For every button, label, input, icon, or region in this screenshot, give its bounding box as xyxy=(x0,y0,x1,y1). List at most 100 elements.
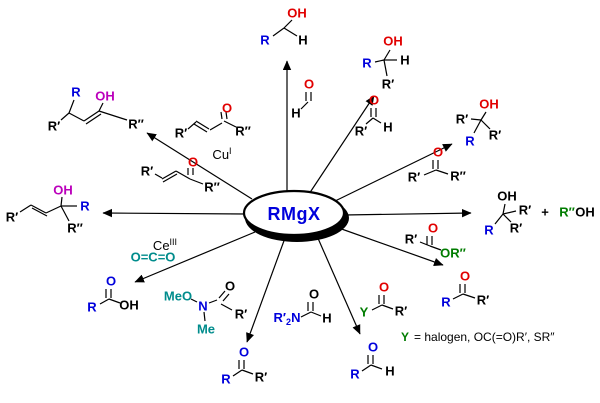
atom-label-r-doubleprime: R″ xyxy=(235,123,251,139)
note-y: Y xyxy=(400,330,410,344)
atom-label-r: R xyxy=(71,84,81,100)
bonds-primary-alcohol xyxy=(272,19,298,37)
cu-symbol: Cu xyxy=(212,147,230,162)
atom-label-o: O xyxy=(368,92,380,108)
atom-label-r: R xyxy=(221,371,231,387)
bonds-formaldehyde xyxy=(300,92,312,110)
atom-label-r-prime: R′ xyxy=(455,111,469,127)
arrow-formamide-route xyxy=(316,235,361,335)
atom-label-r: R xyxy=(484,222,494,238)
atom-label-o: O xyxy=(221,100,233,116)
bonds-ketone-product xyxy=(452,284,476,300)
atom-label-r-doubleprime: R″ xyxy=(128,116,144,132)
atom-label-h: H xyxy=(291,105,301,121)
atom-label-h: H xyxy=(298,32,308,48)
bonds-tertiary-alcohol xyxy=(470,111,491,134)
reaction-arrows xyxy=(102,60,472,343)
atom-label-o: O xyxy=(459,268,471,284)
atom-label-r: R xyxy=(260,32,270,48)
atom-label-h: H xyxy=(322,310,332,326)
atom-label-o: O xyxy=(238,344,250,360)
bonds-aldehyde-reagent xyxy=(365,108,382,125)
note-text: = halogen, OC(=O)R′, SR″ xyxy=(414,330,555,344)
bonds-carboxylic-acid xyxy=(99,289,121,305)
atom-label-oh: OH xyxy=(287,5,307,21)
ce-symbol: Ce xyxy=(152,238,170,253)
bonds-weinreb-ketone xyxy=(232,360,254,377)
atom-label-o: O xyxy=(187,154,199,170)
bonds-enol-product xyxy=(60,99,128,125)
bonds-enone-ce xyxy=(154,168,204,185)
atom-label-r-doubleprime: R″ xyxy=(450,168,466,184)
arrow-acyl-route xyxy=(335,226,444,266)
ce-oxidation-state: III xyxy=(169,237,178,247)
atom-label-r-prime: R′ xyxy=(234,306,248,322)
atom-label-r-doubleprime: R″ xyxy=(559,204,575,220)
arrow-weinreb-route xyxy=(246,237,286,343)
atom-label-meo: MeO xyxy=(163,288,193,304)
atom-label-o: O xyxy=(105,273,117,289)
atom-label-r-prime: R′ xyxy=(518,202,532,218)
atom-label-r-prime2: R′ xyxy=(509,220,523,236)
atom-label-oh: OH xyxy=(479,96,499,112)
amine-r-prime: R′ xyxy=(273,310,287,325)
atom-label-oh: OH xyxy=(95,88,115,104)
atom-label-h: H xyxy=(383,119,393,135)
bonds-weinreb-reagent xyxy=(190,290,233,322)
atom-label-r-prime: R′ xyxy=(254,369,268,385)
atom-label-o: O xyxy=(367,339,379,355)
atom-label-r-prime: R′ xyxy=(354,123,368,139)
atom-label-oh: OH xyxy=(119,297,139,313)
atom-label-r-doubleprime: R″ xyxy=(204,179,220,195)
atom-label-r-prime: R′ xyxy=(140,163,154,179)
atom-label-r-prime: R′ xyxy=(381,76,395,92)
atom-label-me: Me xyxy=(196,321,216,337)
bonds-ketone-reagent xyxy=(423,160,449,176)
atom-label-r-prime: R′ xyxy=(404,231,418,247)
co2-formula: O=C=O xyxy=(130,249,176,265)
atom-label-h: H xyxy=(385,363,395,379)
arrow-cu-route xyxy=(146,132,253,200)
atom-label-n: N xyxy=(198,298,208,314)
bonds-ester-reagent xyxy=(419,236,442,251)
bonds-allylic-alcohol xyxy=(19,196,77,222)
atom-label-r-prime: R′ xyxy=(47,118,61,134)
atom-label-o: O xyxy=(224,278,236,294)
atom-label-r: R xyxy=(362,55,372,71)
atom-label-o: O xyxy=(378,279,390,295)
cu-oxidation-state: I xyxy=(229,146,232,156)
atom-label-oh: OH xyxy=(383,33,403,49)
atom-label-o: O xyxy=(303,76,315,92)
atom-label-r: R xyxy=(465,133,475,149)
atom-label-amine: R′2N xyxy=(274,311,301,327)
atom-label-oh: OH xyxy=(497,188,517,204)
atom-label-r-prime: R′ xyxy=(476,292,490,308)
arrow-ketone-route xyxy=(330,143,453,204)
atom-label-o: O xyxy=(432,144,444,160)
arrow-ce-route xyxy=(102,208,247,218)
atom-label-o: O xyxy=(427,220,439,236)
atom-label-r-doubleprime: R″ xyxy=(67,220,83,236)
atom-label-y: Y xyxy=(359,304,369,320)
atom-label-r: R xyxy=(80,198,90,214)
catalyst-label-cu: CuI xyxy=(212,146,232,162)
center-reagent-label: RMgX xyxy=(267,204,321,224)
bonds-formamide-reagent xyxy=(300,302,322,318)
